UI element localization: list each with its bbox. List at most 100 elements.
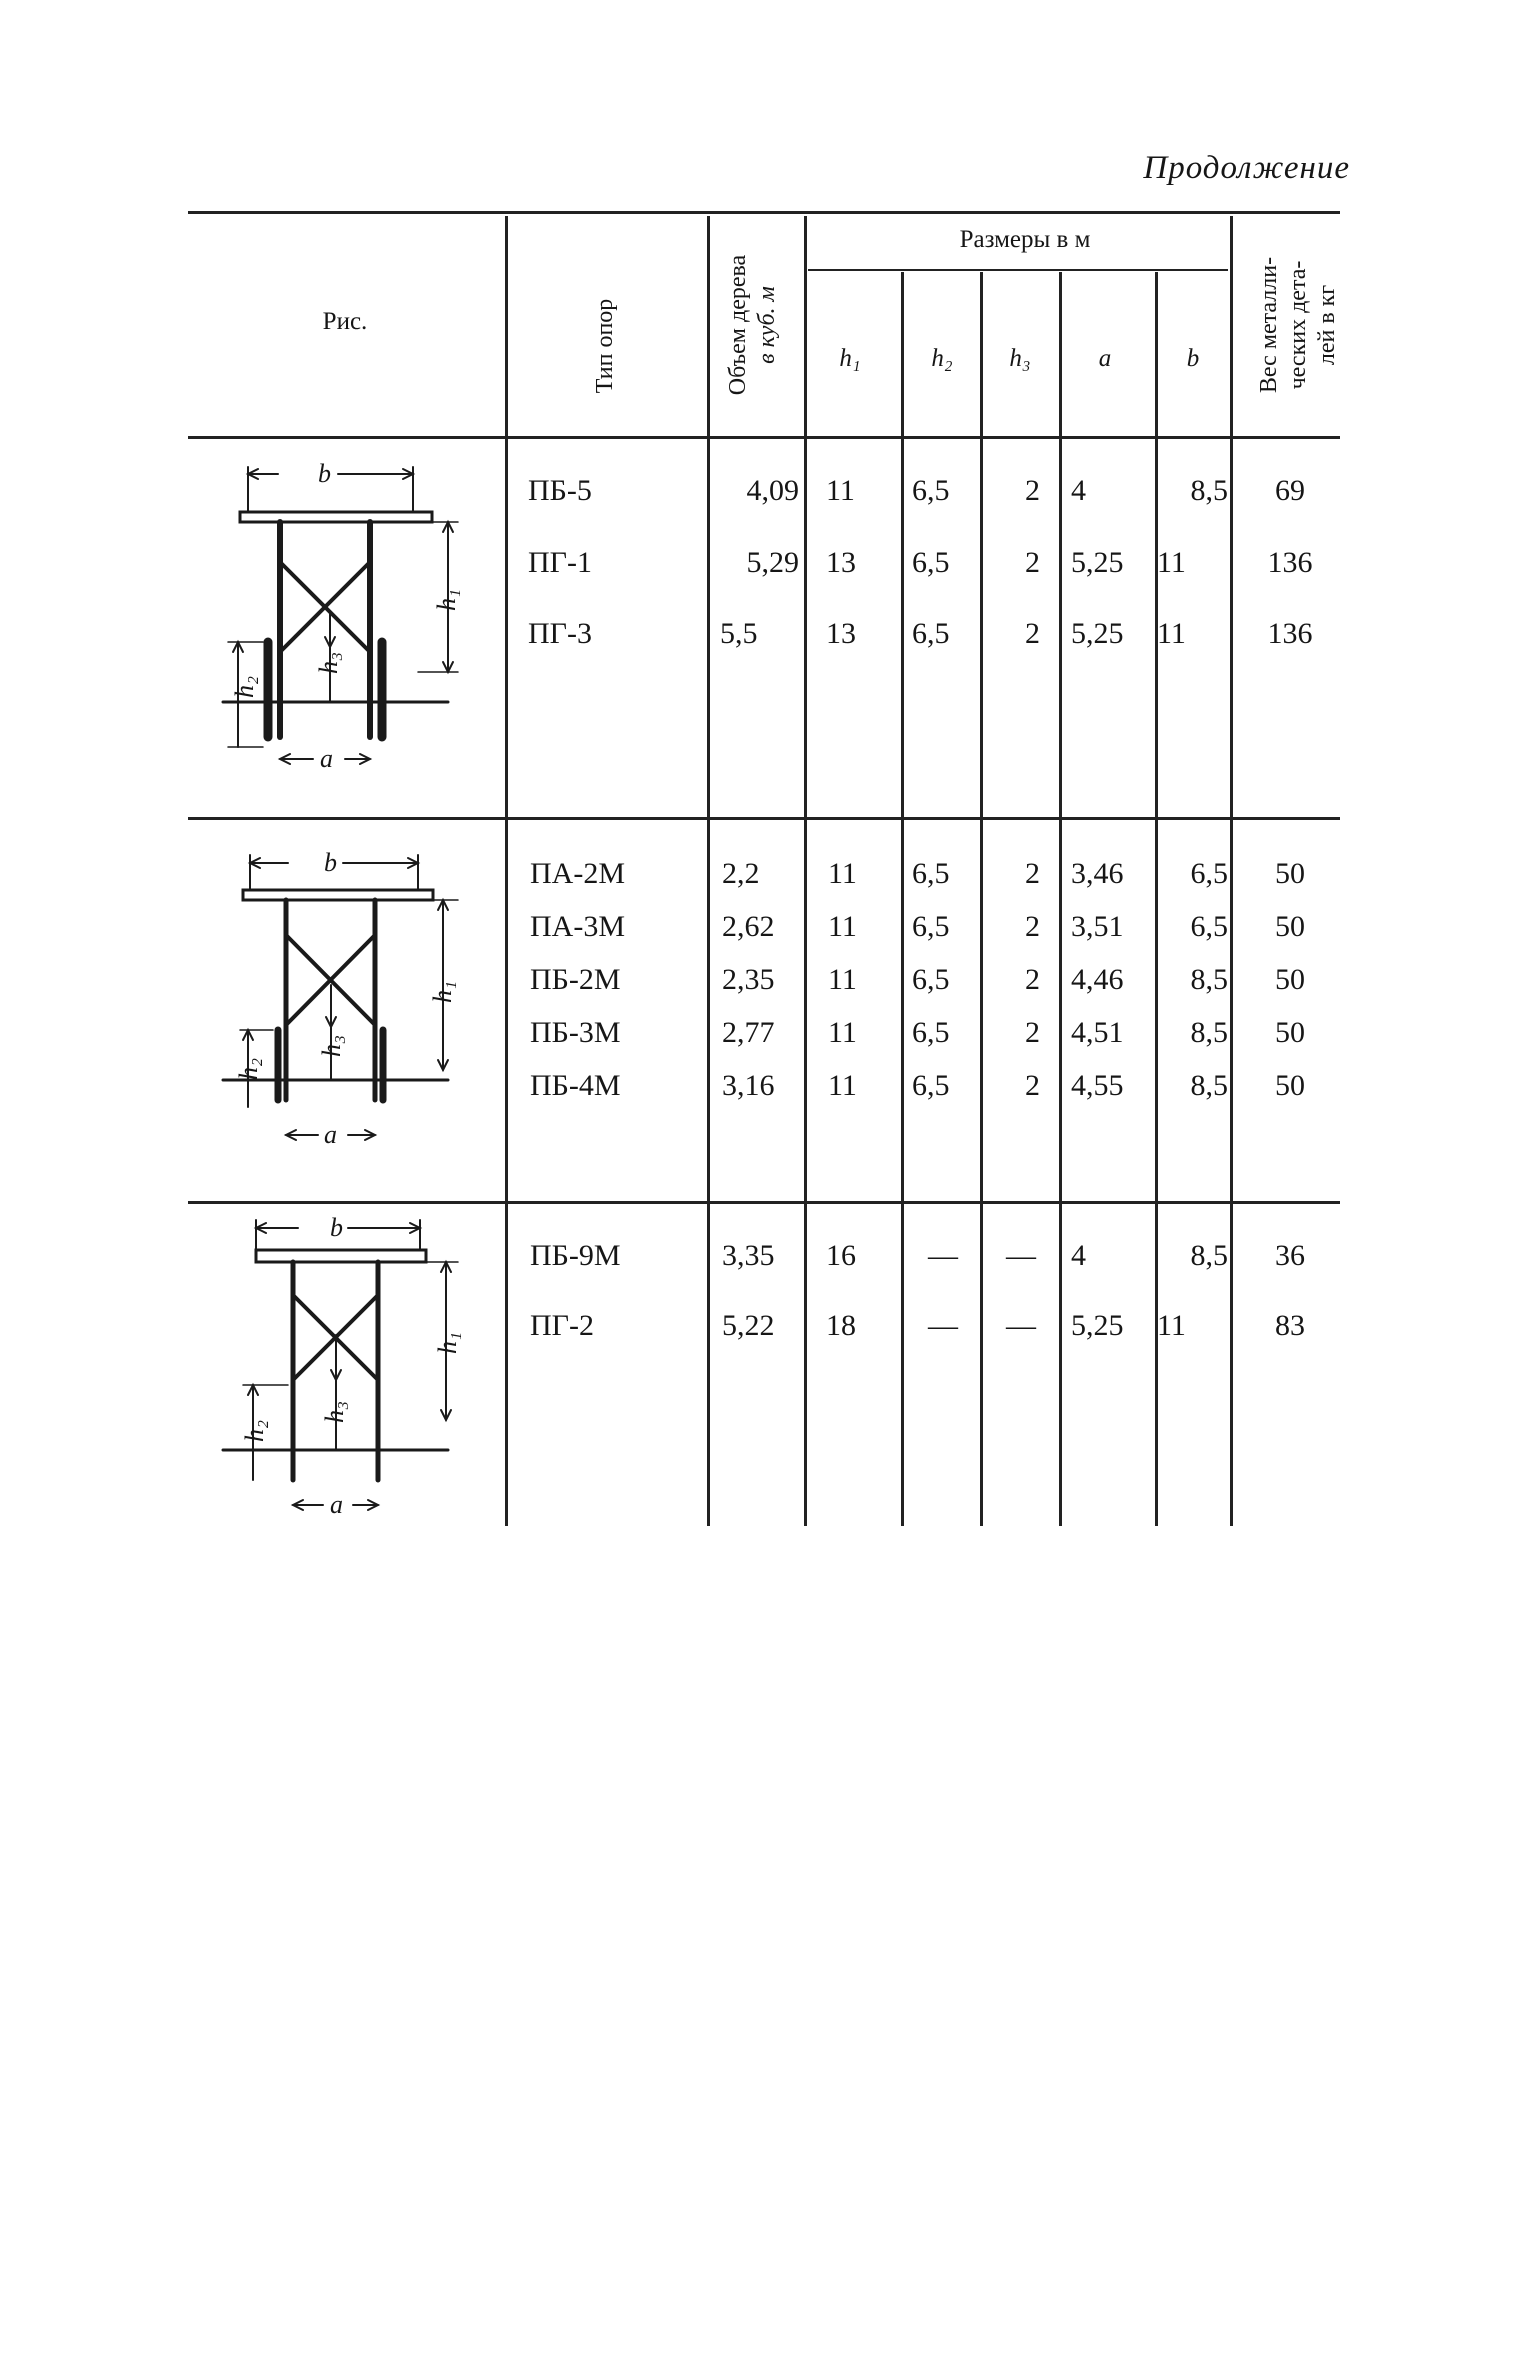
header-b: b bbox=[1186, 345, 1200, 372]
cell-a: 4,51 bbox=[1071, 1016, 1124, 1049]
cell-weight: 136 bbox=[1267, 617, 1313, 650]
cell-b: 8,5 bbox=[1190, 474, 1229, 507]
cell-h3: 2 bbox=[1025, 857, 1040, 890]
cell-type: ПА-2М bbox=[530, 857, 625, 890]
tower-figure-3: b h₁ h₂ h₃ a bbox=[221, 1213, 462, 1519]
fig2-label-h3: h₃ bbox=[317, 1035, 346, 1057]
cell-h2: — bbox=[928, 1309, 958, 1342]
header-a: a bbox=[1098, 345, 1112, 372]
cell-volume: 2,62 bbox=[722, 910, 775, 943]
cell-h3: 2 bbox=[1025, 963, 1040, 996]
header-dims: Размеры в м bbox=[959, 226, 1091, 253]
cell-a: 4 bbox=[1071, 1239, 1086, 1272]
cell-h1: 18 bbox=[826, 1309, 856, 1342]
cell-h2: 6,5 bbox=[912, 474, 950, 507]
cell-h1: 11 bbox=[826, 474, 855, 507]
col-divider-b bbox=[1230, 216, 1233, 1526]
cell-weight: 83 bbox=[1275, 1309, 1305, 1342]
cell-volume: 2,2 bbox=[722, 857, 760, 890]
cell-h1: 16 bbox=[826, 1239, 856, 1272]
cell-type: ПБ-3М bbox=[530, 1016, 621, 1049]
fig1-label-h3: h₃ bbox=[314, 652, 343, 674]
header-weight: Вес металли- ческих дета- лей в кг bbox=[1256, 256, 1340, 394]
cell-b: 8,5 bbox=[1190, 963, 1229, 996]
cell-b: 8,5 bbox=[1190, 1016, 1229, 1049]
cell-volume: 5,22 bbox=[722, 1309, 775, 1342]
cell-h3: 2 bbox=[1025, 546, 1040, 579]
cell-type: ПГ-2 bbox=[530, 1309, 594, 1342]
cell-h3: 2 bbox=[1025, 1016, 1040, 1049]
dims-subheader-rule bbox=[808, 269, 1228, 271]
fig1-label-h2: h₂ bbox=[230, 676, 259, 698]
cell-type: ПГ-3 bbox=[528, 617, 592, 650]
cell-h3: 2 bbox=[1025, 910, 1040, 943]
fig3-label-h3: h₃ bbox=[320, 1401, 349, 1423]
cell-b: 11 bbox=[1157, 546, 1186, 579]
cell-weight: 36 bbox=[1275, 1239, 1305, 1272]
cell-type: ПБ-5 bbox=[528, 474, 592, 507]
fig2-label-b: b bbox=[324, 848, 337, 877]
cell-a: 4,46 bbox=[1071, 963, 1124, 996]
cell-type: ПА-3М bbox=[530, 910, 625, 943]
cell-a: 4,55 bbox=[1071, 1069, 1124, 1102]
tower-figure-2: b h₁ h₂ h₃ a bbox=[221, 848, 459, 1149]
cell-a: 5,25 bbox=[1071, 617, 1124, 650]
cell-volume: 2,77 bbox=[722, 1016, 775, 1049]
cell-weight: 50 bbox=[1275, 1016, 1305, 1049]
cell-b: 8,5 bbox=[1190, 1069, 1229, 1102]
cell-b: 8,5 bbox=[1190, 1239, 1229, 1272]
cell-h2: 6,5 bbox=[912, 1069, 950, 1102]
fig1-label-b: b bbox=[318, 459, 331, 488]
cell-volume: 3,35 bbox=[722, 1239, 775, 1272]
cell-h1: 13 bbox=[826, 617, 856, 650]
group-separator-2 bbox=[188, 1201, 1340, 1204]
cell-h2: 6,5 bbox=[912, 1016, 950, 1049]
fig3-label-b: b bbox=[330, 1213, 343, 1242]
header-h3: h₃ bbox=[1009, 345, 1031, 372]
cell-h1: 11 bbox=[828, 1069, 857, 1102]
cell-h2: 6,5 bbox=[912, 617, 950, 650]
cell-volume: 4,09 bbox=[746, 474, 800, 507]
cell-volume: 5,5 bbox=[720, 617, 758, 650]
cell-h1: 11 bbox=[828, 910, 857, 943]
cell-volume: 5,29 bbox=[746, 546, 800, 579]
cell-volume: 2,35 bbox=[722, 963, 775, 996]
cell-h2: 6,5 bbox=[912, 963, 950, 996]
cell-h1: 11 bbox=[828, 963, 857, 996]
header-volume: Объем дерева в куб. м bbox=[725, 254, 780, 396]
cell-a: 3,51 bbox=[1071, 910, 1124, 943]
header-bottom-rule bbox=[188, 436, 1340, 439]
cell-h1: 11 bbox=[828, 857, 857, 890]
header-h2: h₂ bbox=[931, 345, 953, 372]
cell-type: ПБ-4М bbox=[530, 1069, 621, 1102]
cell-h1: 13 bbox=[826, 546, 856, 579]
cell-h3: — bbox=[1006, 1309, 1036, 1342]
col-divider-volume bbox=[804, 216, 807, 1526]
col-divider-a bbox=[1155, 272, 1158, 1526]
group-separator-1 bbox=[188, 817, 1340, 820]
col-divider-h2 bbox=[980, 272, 983, 1526]
col-divider-fig bbox=[505, 216, 508, 1526]
cell-type: ПГ-1 bbox=[528, 546, 592, 579]
cell-h2: 6,5 bbox=[912, 857, 950, 890]
continuation-caption: Продолжение bbox=[1143, 150, 1350, 186]
cell-h1: 11 bbox=[828, 1016, 857, 1049]
cell-a: 5,25 bbox=[1071, 546, 1124, 579]
cell-weight: 50 bbox=[1275, 1069, 1305, 1102]
cell-a: 4 bbox=[1071, 474, 1086, 507]
header-type: Тип опор bbox=[592, 298, 618, 394]
tower-figure-1: b h₁ h₂ h₃ a bbox=[221, 459, 461, 773]
cell-h2: 6,5 bbox=[912, 546, 950, 579]
cell-type: ПБ-9М bbox=[530, 1239, 621, 1272]
cell-h2: — bbox=[928, 1239, 958, 1272]
cell-h2: 6,5 bbox=[912, 910, 950, 943]
cell-b: 6,5 bbox=[1190, 910, 1229, 943]
fig3-label-a: a bbox=[330, 1490, 343, 1519]
col-divider-h3 bbox=[1059, 272, 1062, 1526]
header-h1: h₁ bbox=[839, 345, 861, 372]
col-divider-h1 bbox=[901, 272, 904, 1526]
fig2-label-h1: h₁ bbox=[428, 981, 457, 1003]
cell-h3: 2 bbox=[1025, 474, 1040, 507]
table-top-rule bbox=[188, 211, 1340, 214]
cell-weight: 50 bbox=[1275, 857, 1305, 890]
